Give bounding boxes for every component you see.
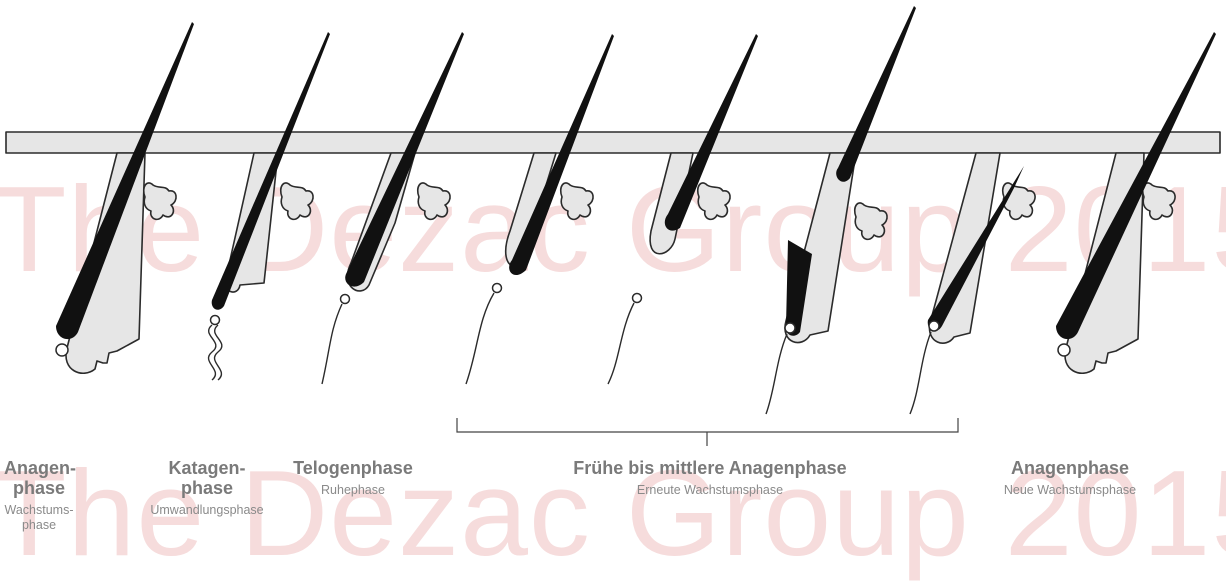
phase-bracket <box>457 418 958 446</box>
stage-title: Telogenphase <box>282 458 424 478</box>
stage-subtitle: Wachstums- phase <box>4 503 74 533</box>
stage-label-telogen: Telogenphase Ruhephase <box>282 458 424 498</box>
stage-label-anagen: Anagen- phase Wachstums- phase <box>4 458 74 533</box>
stage-label-early-anagen: Frühe bis mittlere Anagenphase Erneute W… <box>500 458 920 498</box>
stage-label-new-anagen: Anagenphase Neue Wachstumsphase <box>960 458 1180 498</box>
skin-band <box>6 132 1220 153</box>
hair-cycle-diagram <box>0 0 1226 537</box>
stage-title: Frühe bis mittlere Anagenphase <box>500 458 920 478</box>
stage-subtitle: Ruhephase <box>282 483 424 498</box>
stage-title: Anagen- phase <box>4 458 74 498</box>
stage-subtitle: Neue Wachstumsphase <box>960 483 1180 498</box>
hair-shaft-2 <box>212 32 330 310</box>
stage-title: Anagenphase <box>960 458 1180 478</box>
stage-subtitle: Erneute Wachstumsphase <box>500 483 920 498</box>
hair-shaft-6 <box>836 6 916 182</box>
follicle-early-anagen-2 <box>650 153 730 254</box>
stage-subtitle: Umwandlungsphase <box>132 503 282 518</box>
stage-label-katagen: Katagen- phase Umwandlungsphase <box>132 458 282 518</box>
follicle-anagen-2 <box>1065 153 1175 373</box>
stage-title: Katagen- phase <box>132 458 282 498</box>
hair-shaft-4 <box>509 34 614 275</box>
hair-shaft-3 <box>345 32 464 287</box>
